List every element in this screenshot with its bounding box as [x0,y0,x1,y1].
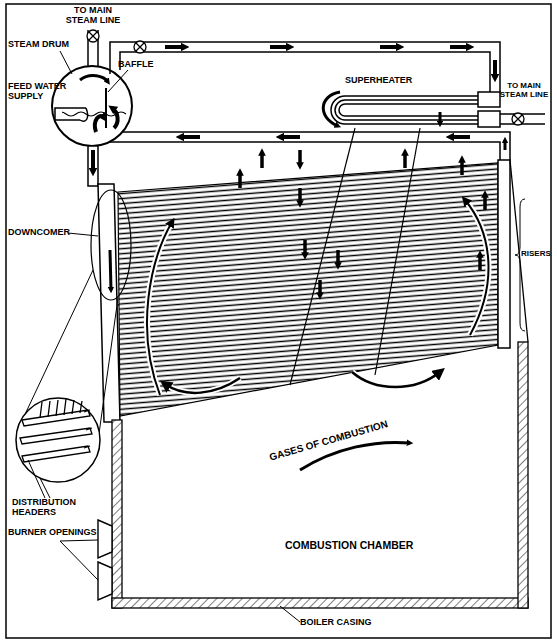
part-label: FEED WATER SUPPLY [8,82,70,102]
part-label: SUPERHEATER [345,76,435,86]
part-label: COMBUSTION CHAMBER [285,540,445,552]
riser-return-pipe [109,132,510,160]
part-label: RISERS [521,250,553,259]
part-label: BOILER CASING [300,618,420,628]
steam-outlet-pipe [87,30,99,67]
part-label: STEAM DRUM [8,40,88,50]
part-label: DOWNCOMER [8,228,88,238]
riser-tube-bank [118,163,498,416]
part-label: TO MAIN STEAM LINE [497,82,551,100]
baffle-line [375,128,420,375]
burner-openings [98,520,112,600]
steam-drum [52,66,132,146]
riser-header [498,160,510,348]
part-label: DISTRIBUTION HEADERS [12,498,102,518]
part-label: GASES OF COMBUSTION [268,413,406,462]
part-label: TO MAIN STEAM LINE [62,6,124,26]
flow-arrows [240,150,485,296]
boiler-casing [112,160,528,608]
frame [6,4,551,638]
feed-water-pipe [55,108,88,121]
part-label: BURNER OPENINGS [8,528,108,538]
leader-lines [28,51,525,622]
part-label: BAFFLE [118,60,178,70]
superheater-supply-pipe [110,41,500,92]
baffle-line [290,128,355,385]
circulation-arrows [147,200,488,395]
